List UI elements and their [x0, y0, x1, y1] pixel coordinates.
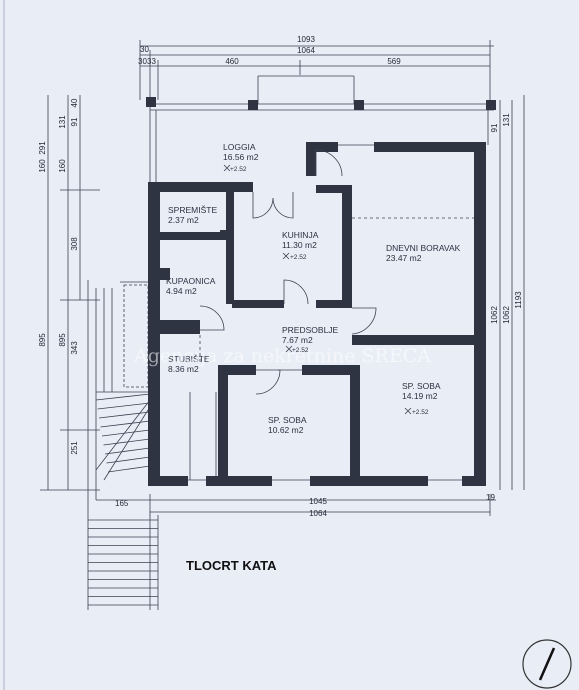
room-name-spsoba1: SP. SOBA: [268, 415, 307, 425]
top-dimensions: 1093 30 1064 30 33 460 569: [138, 35, 494, 100]
right-dimensions: 91 131 1062 1062 1193: [490, 95, 525, 490]
room-name-spremiste: SPREMIŠTE: [168, 205, 217, 215]
room-loggia: LOGGIA 16.56 m2 +2.52: [223, 142, 259, 173]
room-name-kuhinja: KUHINJA: [282, 230, 319, 240]
room-spremiste: SPREMIŠTE 2.37 m2: [168, 205, 217, 225]
room-dnevni-boravak: DNEVNI BORAVAK 23.47 m2: [386, 243, 461, 263]
dim-wall: 30: [140, 45, 149, 54]
room-predsoblje: PREDSOBLJE 7.67 m2 +2.52: [282, 325, 339, 354]
stair-tread: [103, 438, 151, 446]
dim-seg-c: 460: [225, 57, 239, 66]
plan-title: TLOCRT KATA: [186, 558, 277, 573]
room-area-spsoba2: 14.19 m2: [402, 391, 438, 401]
room-area-spremiste: 2.37 m2: [168, 215, 199, 225]
left-dimensions: 291 131 91 40 160 160 308 895 895 343 25…: [38, 95, 100, 491]
level-marker: +2.52: [292, 347, 309, 354]
dim-160b: 160: [58, 159, 67, 173]
dim-895b: 895: [58, 333, 67, 347]
dim-251: 251: [70, 441, 79, 455]
bottom-dimensions: 165 1045 19 1064: [96, 493, 496, 518]
stair-tread: [98, 411, 151, 419]
dim-seg-b: 33: [147, 57, 156, 66]
dim-91: 91: [70, 117, 79, 126]
stair-tread: [100, 420, 151, 428]
stair-tread: [107, 465, 151, 473]
loggia-railing: [146, 75, 496, 182]
room-name-spsoba2: SP. SOBA: [402, 381, 441, 391]
walls: [148, 142, 486, 486]
dim-total: 1093: [297, 35, 315, 44]
level-cross-icon: [223, 164, 412, 415]
stair-tread: [95, 393, 151, 401]
stair-tread: [97, 402, 151, 410]
dim-seg-a: 30: [138, 57, 147, 66]
dim-131: 131: [58, 115, 67, 129]
dim-1064: 1064: [309, 509, 327, 518]
dim-165: 165: [115, 499, 129, 508]
dim-r91: 91: [490, 123, 499, 132]
level-marker: +2.52: [412, 409, 429, 416]
dim-160a: 160: [38, 159, 47, 173]
dim-343: 343: [70, 341, 79, 355]
dim-1045: 1045: [309, 497, 327, 506]
dim-r131: 131: [502, 113, 511, 127]
room-name-loggia: LOGGIA: [223, 142, 256, 152]
dim-308: 308: [70, 237, 79, 251]
dim-r1193: 1193: [514, 291, 523, 309]
room-area-spsoba1: 10.62 m2: [268, 425, 304, 435]
room-kupaonica: KUPAONICA 4.94 m2: [166, 276, 216, 296]
dim-895a: 895: [38, 333, 47, 347]
level-marker: +2.52: [230, 166, 247, 173]
doors: [199, 149, 377, 395]
room-name-dnevni: DNEVNI BORAVAK: [386, 243, 461, 253]
room-stubiste: STUBIŠTE 8.36 m2: [168, 354, 210, 374]
room-area-kuhinja: 11.30 m2: [282, 240, 317, 250]
dim-40: 40: [70, 98, 79, 107]
dim-r1062a: 1062: [490, 306, 499, 324]
dim-291: 291: [38, 141, 47, 155]
exterior-stairs: [87, 280, 217, 610]
room-sp-soba-2: SP. SOBA 14.19 m2 +2.52: [402, 381, 441, 416]
dim-seg-d: 569: [387, 57, 401, 66]
room-name-kupaonica: KUPAONICA: [166, 276, 216, 286]
room-area-dnevni: 23.47 m2: [386, 253, 422, 263]
room-sp-soba-1: SP. SOBA 10.62 m2: [268, 415, 307, 435]
room-area-predsoblje: 7.67 m2: [282, 335, 313, 345]
stair-tread: [104, 447, 151, 455]
north-arrow-icon: [522, 639, 572, 689]
room-name-predsoblje: PREDSOBLJE: [282, 325, 339, 335]
room-area-kupaonica: 4.94 m2: [166, 286, 197, 296]
dim-inner: 1064: [297, 46, 315, 55]
room-area-loggia: 16.56 m2: [223, 152, 259, 162]
level-marker: +2.52: [290, 254, 307, 261]
stair-tread: [106, 456, 151, 464]
room-name-stubiste: STUBIŠTE: [168, 354, 210, 364]
dim-19: 19: [486, 493, 495, 502]
room-area-stubiste: 8.36 m2: [168, 364, 199, 374]
watermark: Agencija za nekretnine SRECA: [133, 345, 431, 367]
room-kuhinja: KUHINJA 11.30 m2 +2.52: [282, 230, 319, 261]
stair-tread: [101, 429, 151, 437]
dim-r1062b: 1062: [502, 306, 511, 324]
